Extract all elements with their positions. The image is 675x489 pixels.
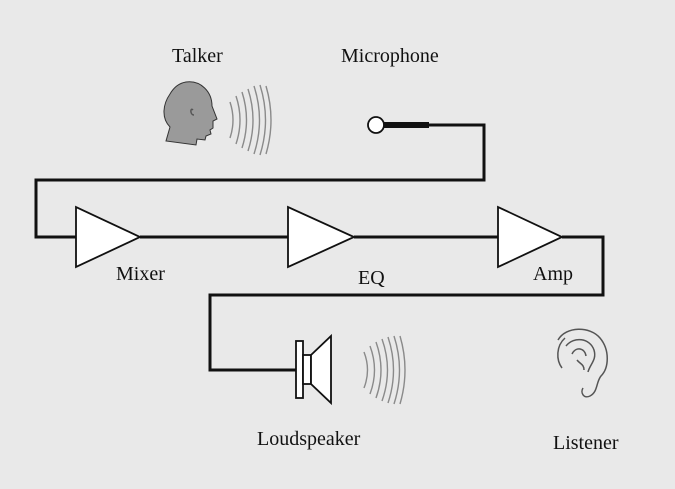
head-icon xyxy=(163,81,218,146)
microphone-icon xyxy=(367,116,429,134)
amp-label: Amp xyxy=(533,263,573,285)
talker-label: Talker xyxy=(172,45,223,67)
loudspeaker-label: Loudspeaker xyxy=(257,428,361,450)
wire-amp-to-loudspeaker xyxy=(208,235,605,372)
wire-mic-to-mixer xyxy=(34,123,486,239)
signal-wire xyxy=(34,123,605,372)
microphone-label: Microphone xyxy=(341,45,439,67)
eq-triangle-amplifier-icon xyxy=(287,205,357,269)
ear-icon xyxy=(557,328,608,398)
amp-triangle-amplifier-icon xyxy=(497,205,565,269)
mixer-label: Mixer xyxy=(116,263,165,285)
eq-label: EQ xyxy=(358,267,385,289)
loudspeaker-sound-waves-icon xyxy=(363,335,406,405)
listener-label: Listener xyxy=(553,432,619,454)
loudspeaker-icon xyxy=(295,333,332,406)
sound-waves-icon xyxy=(229,84,272,156)
mixer-triangle-amplifier-icon xyxy=(75,205,143,269)
